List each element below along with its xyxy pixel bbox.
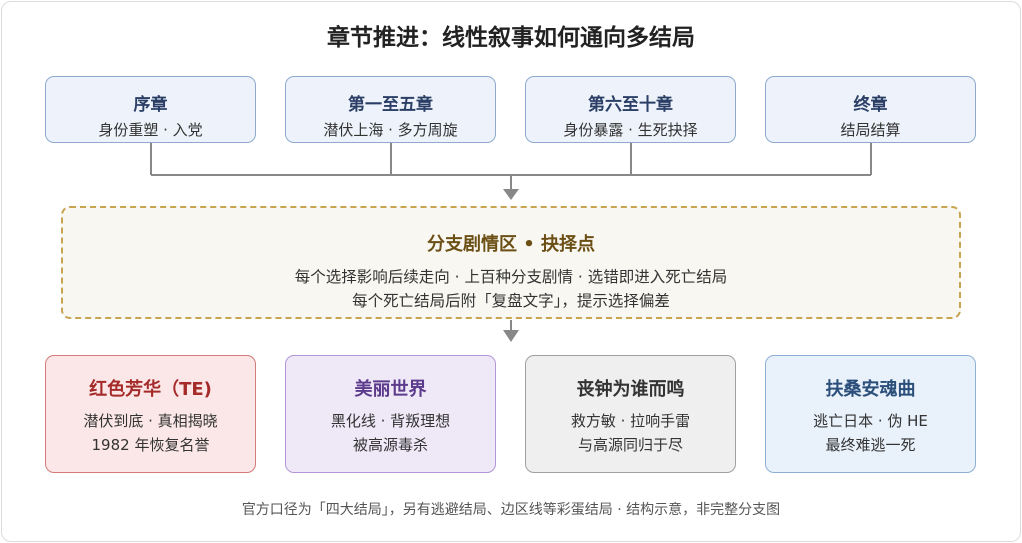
footer-note: 官方口径为「四大结局」，另有逃避结局、边区线等彩蛋结局 · 结构示意，非完整分支… bbox=[241, 502, 781, 518]
ending-line-2: 被高源毒杀 bbox=[352, 436, 428, 454]
ending-title: 红色芳华（TE) bbox=[89, 379, 212, 400]
ending-line-2: 1982 年恢复名誉 bbox=[91, 436, 210, 454]
ending-line-1: 黑化线 · 背叛理想 bbox=[330, 412, 451, 430]
chapter-finale: 终章 结局结算 bbox=[765, 76, 976, 143]
chapter-subtitle: 身份暴露 · 生死抉择 bbox=[563, 121, 698, 139]
chapter-1-5: 第一至五章 潜伏上海 · 多方周旋 bbox=[285, 76, 496, 143]
arrow-to-branch bbox=[503, 189, 519, 200]
chapter-title: 第一至五章 bbox=[348, 95, 433, 115]
chapter-subtitle: 潜伏上海 · 多方周旋 bbox=[323, 121, 458, 139]
ending-line-2: 与高源同归于尽 bbox=[577, 436, 683, 454]
ending-line-1: 逃亡日本 · 伪 HE bbox=[813, 412, 928, 430]
ending-fusang-requiem: 扶桑安魂曲 逃亡日本 · 伪 HE 最终难逃一死 bbox=[765, 355, 976, 473]
ending-line-1: 救方敏 · 拉响手雷 bbox=[570, 412, 691, 430]
chapter-6-10: 第六至十章 身份暴露 · 生死抉择 bbox=[525, 76, 736, 143]
branch-title: 分支剧情区 • 抉择点 bbox=[426, 234, 596, 255]
ending-line-1: 潜伏到底 · 真相揭晓 bbox=[83, 412, 218, 430]
branch-zone: 分支剧情区 • 抉择点 每个选择影响后续走向 · 上百种分支剧情 · 选错即进入… bbox=[61, 206, 961, 319]
ending-title: 扶桑安魂曲 bbox=[825, 379, 916, 400]
diagram-title: 章节推进：线性叙事如何通向多结局 bbox=[327, 25, 695, 51]
chapter-title: 第六至十章 bbox=[588, 95, 673, 115]
ending-for-whom-the-bell-tolls: 丧钟为谁而鸣 救方敏 · 拉响手雷 与高源同归于尽 bbox=[525, 355, 736, 473]
branch-line-2: 每个死亡结局后附「复盘文字」，提示选择偏差 bbox=[352, 292, 670, 310]
ending-title: 美丽世界 bbox=[354, 379, 427, 400]
chapter-subtitle: 身份重塑 · 入党 bbox=[98, 121, 203, 139]
chapter-prologue: 序章 身份重塑 · 入党 bbox=[45, 76, 256, 143]
ending-line-2: 最终难逃一死 bbox=[825, 436, 916, 454]
chapter-title: 序章 bbox=[133, 95, 168, 115]
chapter-subtitle: 结局结算 bbox=[840, 121, 901, 139]
ending-title: 丧钟为谁而鸣 bbox=[576, 379, 685, 400]
chapter-title: 终章 bbox=[853, 95, 888, 115]
branch-line-1: 每个选择影响后续走向 · 上百种分支剧情 · 选错即进入死亡结局 bbox=[294, 268, 728, 286]
ending-beautiful-world: 美丽世界 黑化线 · 背叛理想 被高源毒杀 bbox=[285, 355, 496, 473]
arrow-to-endings bbox=[503, 330, 519, 342]
ending-te: 红色芳华（TE) 潜伏到底 · 真相揭晓 1982 年恢复名誉 bbox=[45, 355, 256, 473]
